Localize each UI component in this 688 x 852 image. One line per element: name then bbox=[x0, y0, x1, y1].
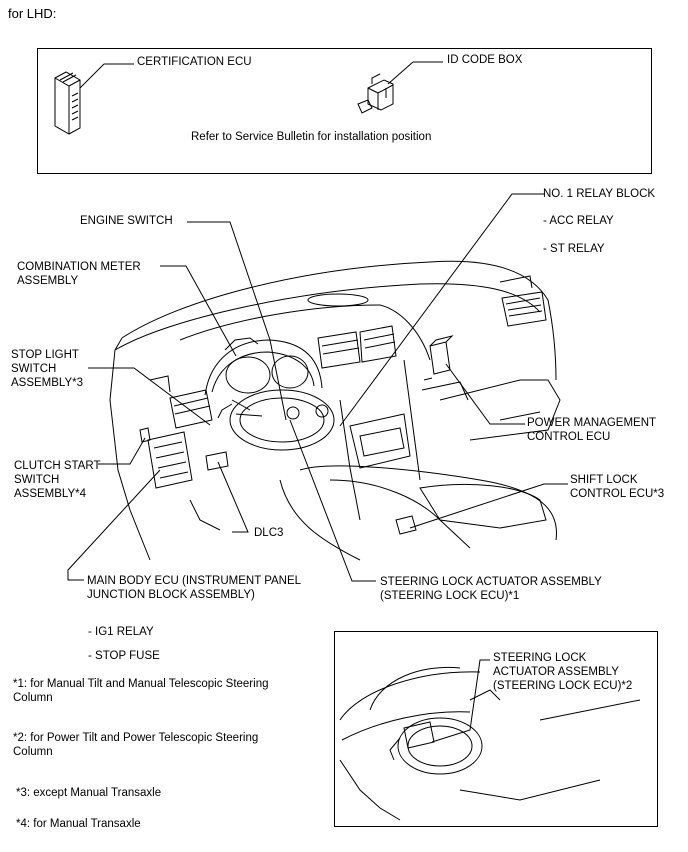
footnote-4: *4: for Manual Transaxle bbox=[16, 818, 141, 830]
label-stop-light-2: SWITCH bbox=[11, 363, 57, 375]
label-steering-lock-2b: ACTUATOR ASSEMBLY bbox=[493, 666, 619, 678]
leader-clutch-start bbox=[98, 437, 146, 465]
steering-column-inset-box bbox=[334, 631, 658, 827]
label-ig1-relay: - IG1 RELAY bbox=[88, 626, 154, 638]
label-clutch-start-2: SWITCH bbox=[14, 474, 60, 486]
label-clutch-start-1: CLUTCH START bbox=[14, 460, 101, 472]
footnote-3: *3: except Manual Transaxle bbox=[16, 787, 162, 799]
label-power-mgmt-1: POWER MANAGEMENT bbox=[527, 417, 657, 429]
label-steering-lock-1b: (STEERING LOCK ECU)*1 bbox=[380, 590, 520, 602]
label-steering-lock-2a: STEERING LOCK bbox=[493, 652, 587, 664]
label-stop-light-1: STOP LIGHT bbox=[11, 349, 79, 361]
inset-steering-drawing bbox=[339, 659, 641, 821]
label-power-mgmt-2: CONTROL ECU bbox=[527, 431, 611, 443]
leader-steering-lock-1 bbox=[289, 419, 376, 582]
leader-main-body bbox=[67, 469, 161, 581]
label-acc-relay: - ACC RELAY bbox=[543, 215, 614, 227]
label-relay-block: NO. 1 RELAY BLOCK bbox=[543, 188, 656, 200]
footnote-2a: *2: for Power Tilt and Power Telescopic … bbox=[13, 732, 259, 744]
installation-note: Refer to Service Bulletin for installati… bbox=[191, 131, 432, 143]
leader-power-mgmt bbox=[445, 363, 525, 425]
label-main-body-ecu-1: MAIN BODY ECU (INSTRUMENT PANEL bbox=[87, 575, 302, 587]
label-id-code-box: ID CODE BOX bbox=[447, 54, 523, 66]
label-shift-lock-1: SHIFT LOCK bbox=[570, 474, 638, 486]
label-steering-lock-2c: (STEERING LOCK ECU)*2 bbox=[493, 680, 633, 692]
ecu-location-box bbox=[37, 48, 652, 174]
leader-stop-light bbox=[88, 367, 211, 426]
leader-combination-meter bbox=[160, 265, 237, 357]
footnote-1b: Column bbox=[13, 692, 53, 704]
page-heading: for LHD: bbox=[8, 6, 57, 21]
leader-engine-switch bbox=[187, 221, 287, 421]
label-main-body-ecu-2: JUNCTION BLOCK ASSEMBLY) bbox=[87, 589, 255, 601]
label-st-relay: - ST RELAY bbox=[543, 243, 605, 255]
label-steering-lock-1a: STEERING LOCK ACTUATOR ASSEMBLY bbox=[380, 576, 602, 588]
leader-dlc3 bbox=[217, 461, 249, 533]
dashboard-outline bbox=[109, 260, 561, 561]
label-engine-switch: ENGINE SWITCH bbox=[80, 215, 173, 227]
label-shift-lock-2: CONTROL ECU*3 bbox=[570, 488, 665, 500]
certification-ecu-icon bbox=[54, 71, 81, 135]
leader-shift-lock bbox=[409, 483, 568, 529]
label-combination-meter-2: ASSEMBLY bbox=[17, 275, 79, 287]
leader-steering-lock-2 bbox=[431, 659, 490, 743]
label-stop-fuse: - STOP FUSE bbox=[88, 650, 160, 662]
label-clutch-start-3: ASSEMBLY*4 bbox=[14, 488, 87, 500]
leader-relay-block bbox=[339, 193, 545, 427]
footnote-1a: *1: for Manual Tilt and Manual Telescopi… bbox=[13, 678, 269, 690]
label-combination-meter-1: COMBINATION METER bbox=[17, 261, 141, 273]
label-stop-light-3: ASSEMBLY*3 bbox=[11, 377, 84, 389]
id-code-box-icon bbox=[357, 73, 394, 114]
label-certification-ecu: CERTIFICATION ECU bbox=[137, 56, 252, 68]
label-dlc3: DLC3 bbox=[254, 527, 284, 539]
footnote-2b: Column bbox=[13, 746, 53, 758]
